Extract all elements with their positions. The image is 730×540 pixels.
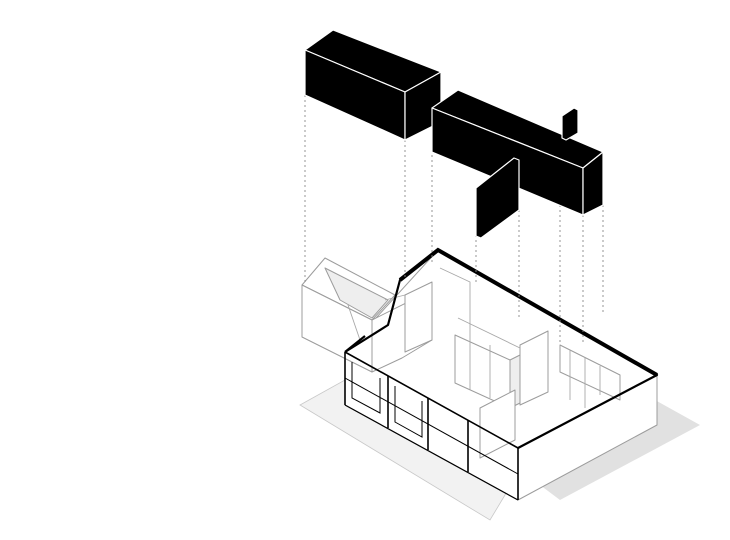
volume-box-left	[304, 29, 442, 141]
interior-line-9	[347, 304, 361, 341]
exploded-volumes	[304, 29, 604, 239]
glazing-transom	[344, 377, 519, 475]
roof-edge-thick	[398, 247, 658, 377]
volume-long-bar	[431, 89, 604, 216]
glazing-sill	[344, 404, 519, 501]
glazing-frame-1	[351, 362, 381, 414]
left-room-interior	[324, 267, 389, 319]
partition-e	[519, 330, 549, 406]
plan-base	[301, 247, 659, 501]
partition-d	[404, 281, 433, 353]
front-glazing	[344, 351, 519, 501]
glazing-frame-2	[394, 386, 423, 438]
volume-vertical-panel-face	[475, 157, 520, 239]
interior-line-1	[439, 267, 471, 330]
volume-small-fin	[561, 107, 579, 141]
glazing-head	[344, 351, 519, 449]
volume-long-bar-end	[582, 151, 604, 216]
interior-line-2	[457, 317, 521, 349]
partition-c	[559, 344, 621, 401]
roof-edge-left	[344, 335, 366, 353]
volume-vertical-panel	[475, 157, 520, 239]
volume-small-fin-face	[561, 107, 579, 141]
leader-lines	[304, 95, 604, 345]
